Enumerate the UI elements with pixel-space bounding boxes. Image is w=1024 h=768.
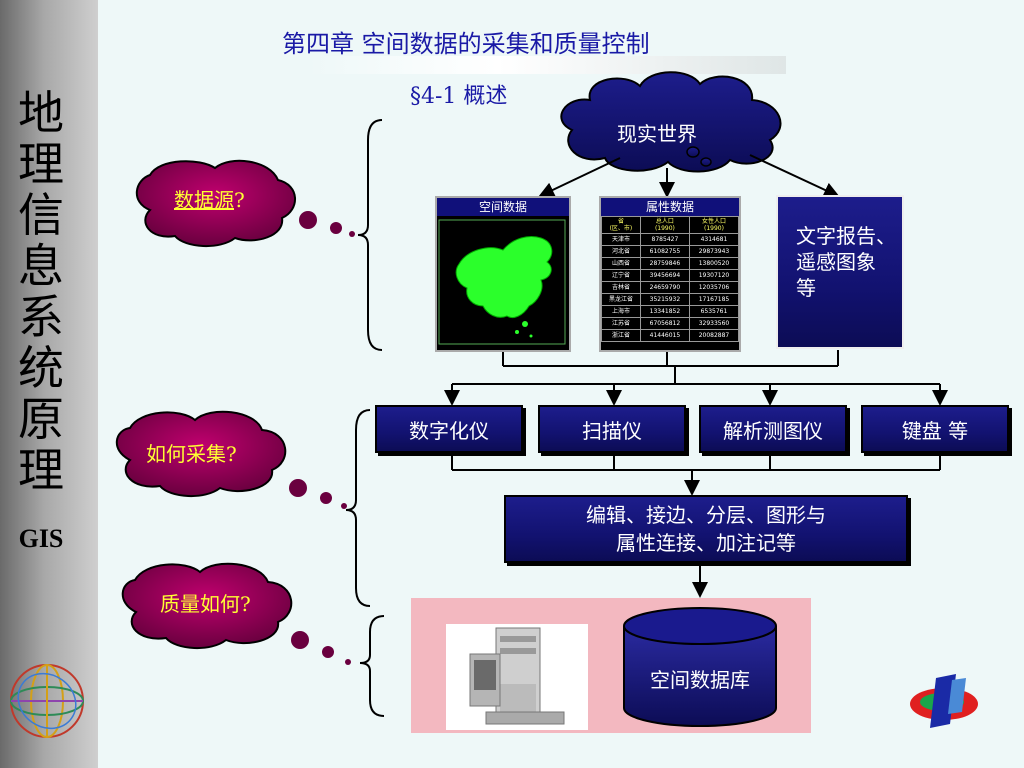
title-underline <box>306 56 786 74</box>
table-header-row: 省 (区、市) 总人口 (1990) 女性人口 (1990) <box>601 216 740 234</box>
table-cell: 浙江省 <box>601 329 641 342</box>
database-label: 空间数据库 <box>650 668 750 692</box>
vertical-title-char: 息 <box>18 239 64 293</box>
page-title: 第四章 空间数据的采集和质量控制 <box>282 30 650 58</box>
table-cell: 29873943 <box>688 245 740 258</box>
spatial-data-panel: 空间数据 <box>435 196 571 352</box>
attribute-data-title: 属性数据 <box>601 198 739 216</box>
device-keyboard: 键盘 等 <box>861 405 1009 453</box>
vertical-title-char: 理 <box>18 137 64 191</box>
vertical-title-char: 理 <box>18 443 64 497</box>
vertical-title-char: 原 <box>18 392 64 446</box>
table-cell: 67056812 <box>639 317 690 330</box>
section-subtitle: §4-1 概述 <box>410 84 508 109</box>
text-report-box: 文字报告、 遥感图象 等 <box>776 195 904 349</box>
table-cell: 吉林省 <box>601 281 641 294</box>
data-source-mark: ? <box>234 188 245 212</box>
table-cell: 35215932 <box>639 293 690 306</box>
corner-logo-icon <box>910 674 978 728</box>
table-header-cell: 总人口 (1990) <box>639 216 690 234</box>
gis-label: GIS <box>18 524 64 553</box>
table-cell: 17167185 <box>688 293 740 306</box>
cloud-data-source <box>135 159 296 248</box>
table-cell: 8785427 <box>639 233 690 246</box>
data-source-question: 数据源? <box>174 184 245 213</box>
cloud-how-collect <box>115 410 287 498</box>
table-cell: 61082755 <box>639 245 690 258</box>
computer-icon <box>469 627 565 725</box>
table-cell: 39456694 <box>639 269 690 282</box>
bracket-collection <box>345 409 371 607</box>
computer-image <box>446 624 588 730</box>
cloud-quality <box>121 562 293 650</box>
table-cell: 黑龙江省 <box>601 293 641 306</box>
quality-question: 质量如何? <box>160 592 251 616</box>
table-cell: 山西省 <box>601 257 641 270</box>
table-cell: 41446015 <box>639 329 690 342</box>
table-cell: 4314681 <box>688 233 740 246</box>
device-digitizer: 数字化仪 <box>375 405 523 453</box>
table-header-cell: 省 (区、市) <box>601 216 641 234</box>
data-source-label: 数据源 <box>174 188 234 212</box>
real-world-label: 现实世界 <box>617 122 697 146</box>
vertical-title-char: 信 <box>18 188 64 242</box>
table-header-cell: 女性人口 (1990) <box>688 216 740 234</box>
globe-logo-icon <box>10 664 84 738</box>
table-cell: 6535761 <box>688 305 740 318</box>
real-world-cloud <box>560 71 782 173</box>
vertical-title-char: 地 <box>18 86 64 140</box>
table-cell: 24659790 <box>639 281 690 294</box>
table-cell: 辽宁省 <box>601 269 641 282</box>
table-cell: 12035706 <box>688 281 740 294</box>
table-cell: 20082887 <box>688 329 740 342</box>
table-cell: 13341852 <box>639 305 690 318</box>
vertical-title-char: 系 <box>18 290 64 344</box>
vertical-title: 地 理 信 息 系 统 原 理 <box>0 88 82 496</box>
how-collect-question: 如何采集? <box>146 442 237 466</box>
database-cylinder-icon <box>623 607 777 727</box>
table-cell: 28759846 <box>639 257 690 270</box>
bracket-quality <box>359 615 385 717</box>
table-cell: 32933560 <box>688 317 740 330</box>
device-scanner: 扫描仪 <box>538 405 686 453</box>
bracket-sources <box>357 119 383 351</box>
processing-box: 编辑、接边、分层、图形与 属性连接、加注记等 <box>504 495 908 563</box>
table-cell: 天津市 <box>601 233 641 246</box>
table-cell: 13800520 <box>688 257 740 270</box>
table-cell: 19307120 <box>688 269 740 282</box>
table-cell: 江苏省 <box>601 317 641 330</box>
table-cell: 河北省 <box>601 245 641 258</box>
table-cell: 上海市 <box>601 305 641 318</box>
vertical-title-char: 统 <box>18 341 64 395</box>
spatial-data-title: 空间数据 <box>437 198 569 216</box>
sidebar: 地 理 信 息 系 统 原 理 GIS <box>0 0 98 768</box>
china-map-icon <box>438 219 566 345</box>
device-plotter: 解析测图仪 <box>699 405 847 453</box>
